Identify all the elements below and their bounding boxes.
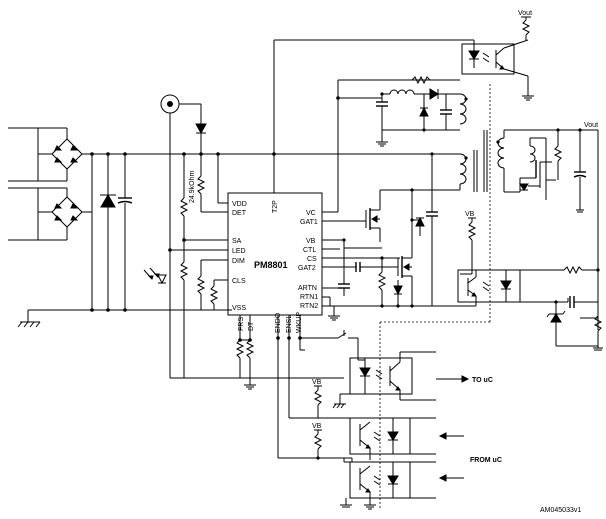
pin-sa: SA — [232, 238, 242, 245]
main-bus — [28, 152, 460, 312]
to-uc-label: TO uC — [472, 377, 493, 384]
resistor-sa — [179, 154, 228, 378]
bridge-rectifier-2 — [37, 187, 83, 241]
pin-dim: DIM — [232, 258, 245, 265]
vb-label-1: VB — [465, 211, 475, 218]
pin-vdd: VDD — [232, 201, 247, 208]
pin-t2p: T2P — [272, 200, 279, 213]
pin-ctl: CTL — [303, 247, 316, 254]
optocoupler-to-uc — [349, 351, 436, 401]
vb-feedback-pullup: VB — [465, 211, 477, 274]
pin-vc: VC — [306, 210, 316, 217]
document-reference: AM045033v1 — [540, 507, 581, 514]
resistor-cls — [209, 279, 228, 310]
feedback-network — [506, 265, 603, 351]
optocoupler-top — [461, 39, 529, 77]
transformer-primary — [410, 153, 468, 192]
to-uc-signal: TO uC — [436, 375, 493, 384]
pin-rtn2: RTN2 — [300, 303, 318, 310]
pin-dt: DT — [248, 321, 255, 331]
pin-cls: CLS — [232, 278, 246, 285]
mosfet-q1 — [322, 189, 412, 242]
snubber-network — [410, 152, 438, 306]
mosfet-q2 — [397, 190, 413, 305]
vb-pullup-2: VB — [312, 379, 365, 418]
secondary-winding: Vout — [496, 122, 599, 330]
from-uc-label: FROM uC — [470, 457, 502, 464]
vout-top-node: Vout — [518, 10, 534, 101]
vb-label-3: VB — [312, 423, 322, 430]
pin-frs: FRS — [238, 317, 245, 331]
ac-input-section — [8, 127, 93, 241]
bulk-capacitor — [117, 154, 133, 310]
vb-label-2: VB — [312, 379, 322, 386]
pin-led: LED — [232, 248, 246, 255]
current-sense-network — [322, 248, 432, 321]
resistor-dim — [196, 259, 228, 310]
led-pin-wire — [168, 248, 228, 252]
t2p-wire — [273, 39, 474, 193]
pin-cs: CS — [307, 256, 317, 263]
input-tvs-diode — [100, 154, 116, 310]
bridge-rectifier-1 — [37, 127, 83, 182]
transformer-aux-winding — [459, 93, 468, 125]
pin-artn: ARTN — [298, 285, 317, 292]
optocoupler-feedback — [432, 269, 521, 307]
endo-ensl-wkup-wires — [276, 315, 359, 459]
ground-symbol-left — [17, 310, 41, 328]
pin-gat1: GAT1 — [300, 219, 318, 226]
vb-pullup-3: VB — [312, 423, 323, 460]
pin-vb: VB — [306, 238, 316, 245]
pin-det: DET — [232, 210, 247, 217]
vout-right-label: Vout — [584, 122, 598, 129]
resistor-det-24k9: 24.9kOhm — [189, 154, 228, 213]
aux-winding-network — [376, 75, 460, 147]
transformer-core — [473, 130, 488, 192]
vdd-feed — [216, 152, 228, 204]
pin-gat2: GAT2 — [298, 265, 316, 272]
optocoupler-from-uc-2 — [340, 458, 436, 510]
control-wires — [322, 238, 400, 272]
isolation-barrier — [379, 84, 491, 508]
frs-dt-resistors — [235, 315, 256, 390]
pin-vss: VSS — [232, 305, 246, 312]
sensor-jack — [160, 94, 344, 379]
ic-pm8801: PM8801 VDD DET SA LED DIM CLS VSS VC GAT… — [227, 192, 323, 333]
light-sensor-led — [143, 267, 167, 285]
pin-rtn1: RTN1 — [300, 294, 318, 301]
from-uc-signal: FROM uC — [438, 432, 502, 482]
vout-top-label: Vout — [518, 10, 532, 17]
sync-rectifier — [519, 137, 552, 200]
vdd-diode — [195, 123, 207, 154]
chip-name: PM8801 — [254, 260, 288, 270]
resistor-value-label: 24.9kOhm — [189, 171, 196, 203]
output-capacitor — [546, 128, 587, 213]
optocoupler-from-uc-1 — [344, 417, 436, 460]
vc-aux-wire — [322, 79, 460, 213]
